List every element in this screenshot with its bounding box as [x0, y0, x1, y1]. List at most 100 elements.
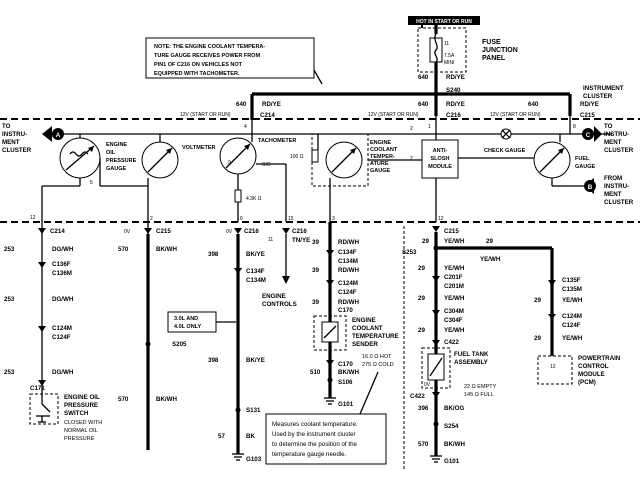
fuse-panel-label-3: PANEL	[482, 55, 506, 62]
arrow-a-letter: A	[56, 132, 61, 139]
oil-pressure-switch-box	[29, 393, 59, 425]
from-cluster-1: FROM	[604, 175, 622, 182]
fuel-tank-label-2: ASSEMBLY	[454, 359, 489, 366]
to-cluster-left-4: CLUSTER	[2, 147, 32, 154]
oil-gauge-label-1: ENGINE	[106, 142, 127, 148]
fuse-panel-box	[417, 27, 467, 73]
ect-gauge-label-3: TEMPER-	[370, 154, 395, 160]
ground-g101-col6: G101	[444, 458, 460, 465]
oil-pressure-gauge	[59, 137, 101, 179]
pin-4: 4	[244, 124, 247, 130]
wire-yewh-c: YE/WH	[444, 265, 465, 272]
connector-c136f: C136F	[52, 261, 71, 268]
pcm-label-3: MODULE	[578, 371, 605, 378]
connector-c134m-col3: C134M	[246, 277, 266, 284]
wire-dgwh-c: DG/WH	[52, 369, 74, 376]
ect-sender-label-2: COOLANT	[352, 325, 383, 332]
fuel-tank-box	[421, 347, 451, 389]
wire-253-b: 253	[4, 296, 15, 303]
pcm-label-4: (PCM)	[578, 379, 596, 386]
wire-29-b: 29	[418, 265, 425, 272]
fuel-sender-icon	[427, 353, 445, 381]
oil-switch-label-2: PRESSURE	[64, 402, 98, 409]
connector-c422-top: C422	[444, 339, 459, 346]
oil-switch-label-4: CLOSED WITH	[64, 420, 102, 426]
connector-c215-top: C215	[580, 112, 595, 119]
oil-gauge-label-4: GAUGE	[106, 166, 127, 172]
wire-39-b: 39	[312, 267, 319, 274]
pin-9: 9	[228, 160, 231, 166]
wire-yewh-top-col7: YE/WH	[480, 256, 501, 263]
col1-pin: 12	[30, 215, 36, 221]
note-line-4: EQUIPPED WITH TACHOMETER.	[154, 71, 240, 77]
wire-396: 396	[418, 405, 429, 412]
pin-1: 1	[428, 124, 431, 130]
fuel-empty-value: 22 Ω EMPTY	[464, 384, 497, 390]
callout-line-2: Used by the instrument cluster	[272, 431, 356, 438]
hot-label: HOT IN START OR RUN	[416, 19, 472, 25]
pin-2b: 2	[410, 156, 413, 162]
oil-pressure-switch-icon	[36, 403, 51, 423]
pcm-pin-12: 12	[550, 364, 556, 370]
ground-g103: G103	[246, 456, 262, 463]
connector-c135m: C135M	[562, 286, 582, 293]
connector-c216-col3: C216	[244, 228, 259, 235]
wire-510: 510	[310, 369, 321, 376]
callout-line-3: to determine the position of the	[272, 441, 358, 448]
connector-c135f: C135F	[562, 277, 581, 284]
wire-bkwh-col5: BK/WH	[338, 369, 359, 376]
splice-s240: S240	[446, 87, 461, 94]
wire-29-c: 29	[418, 295, 425, 302]
pin-2: 2	[150, 216, 153, 222]
connector-c170-top: C170	[338, 307, 353, 314]
connector-c215-col6: C215	[444, 228, 459, 235]
resistor-100	[311, 149, 319, 163]
fuel-gauge-label-1: FUEL	[575, 156, 590, 162]
wire-253-a: 253	[4, 246, 15, 253]
col6-voltage: 0V	[424, 382, 431, 388]
fuse-panel-label-1: FUSE	[482, 39, 501, 46]
anti-slosh-module	[421, 139, 459, 179]
wire-dgwh-b: DG/WH	[52, 296, 74, 303]
pin-3: 3	[332, 216, 335, 222]
connector-c201f: C201F	[444, 274, 463, 281]
wire-29-a: 29	[422, 238, 429, 245]
wire-yewh-col7-b: YE/WH	[562, 335, 583, 342]
note-line-1: NOTE: THE ENGINE COOLANT TEMPERA-	[154, 44, 265, 50]
connector-c422-bottom: C422	[410, 393, 425, 400]
wire-rdwh-b: RD/WH	[338, 267, 359, 274]
ect-gauge-label-1: ENGINE	[370, 140, 391, 146]
connector-c124f-1: C124F	[52, 334, 71, 341]
wire-39-c: 39	[312, 299, 319, 306]
splice-s254: S254	[444, 423, 459, 430]
connector-c215-col2: C215	[156, 228, 171, 235]
wire-rdye-d: RD/YE	[580, 101, 599, 108]
wire-bkwh-col6: BK/WH	[444, 441, 465, 448]
tachometer-label: TACHOMETER	[258, 138, 296, 144]
fuel-tank-label-1: FUEL TANK	[454, 351, 489, 358]
oil-gauge-label-2: OIL	[106, 150, 116, 156]
connector-c304f: C304F	[444, 317, 463, 324]
wire-rdye-b: RD/YE	[446, 101, 465, 108]
connector-c124m-1: C124M	[52, 325, 72, 332]
engine-controls-label-2: CONTROLS	[262, 301, 297, 308]
connector-arrow-c	[594, 126, 602, 142]
ground-g101-col5-icon	[324, 397, 336, 405]
pin-6: 6	[240, 216, 243, 222]
wire-dgwh-a: DG/WH	[52, 246, 74, 253]
ect-gauge-label-5: GAUGE	[370, 168, 391, 174]
to-cluster-right-4: CLUSTER	[604, 147, 634, 154]
from-cluster-2: INSTRU-	[604, 183, 629, 190]
ect-hot-value: 16.0 Ω HOT	[362, 354, 392, 360]
splice-s106: S106	[338, 379, 353, 386]
wire-yewh-col7-a: YE/WH	[562, 297, 583, 304]
voltmeter-label: VOLTMETER	[182, 145, 216, 151]
label-12v-b: 12V (START OR RUN)	[368, 112, 419, 118]
note-box	[145, 37, 315, 79]
wire-29-col7-a: 29	[534, 297, 541, 304]
oil-switch-label-1: ENGINE OIL	[64, 394, 100, 401]
instrument-cluster-label-1: INSTRUMENT	[583, 85, 624, 92]
connector-c170-bottom: C170	[338, 361, 353, 368]
resistor-100-label: 100 Ω	[290, 154, 304, 160]
to-cluster-right-2: INSTRU-	[604, 131, 629, 138]
